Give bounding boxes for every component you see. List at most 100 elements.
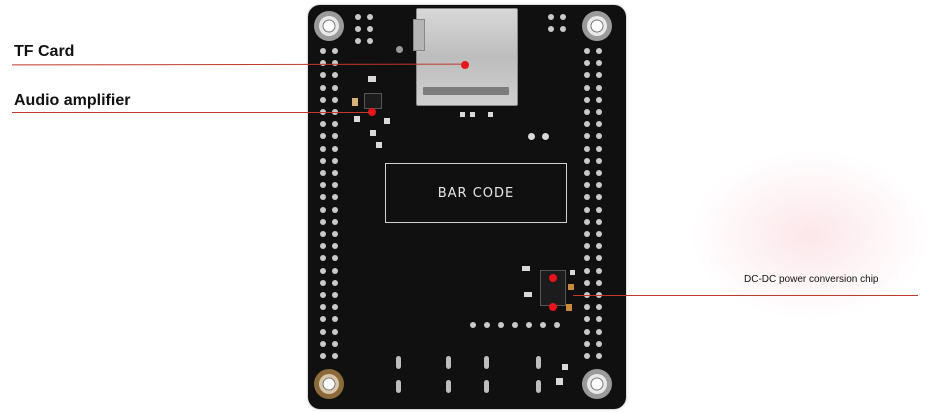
header-pin (596, 194, 602, 201)
header-pin (332, 218, 338, 225)
smd-pad (556, 378, 563, 385)
header-pin (584, 72, 590, 79)
header-pin (332, 145, 338, 152)
header-pin (596, 353, 602, 359)
header-pin (320, 206, 326, 213)
header-pin (584, 340, 590, 347)
header-pin (596, 243, 602, 250)
header-pin (596, 206, 602, 213)
mounting-slot (536, 356, 541, 369)
header-pin (332, 72, 338, 79)
header-pin (584, 231, 590, 237)
dcdc-marker (549, 303, 557, 311)
header-pin (584, 206, 590, 213)
header-pin (554, 322, 560, 328)
header-pin (332, 170, 338, 176)
header-pin (332, 121, 338, 128)
header-pin (320, 255, 326, 262)
audio-amplifier-chip (364, 93, 382, 109)
smd-pad (562, 364, 568, 370)
mounting-slot (396, 380, 401, 393)
header-pin (584, 218, 590, 225)
header-pin (320, 218, 326, 225)
header-pin (584, 182, 590, 189)
header-pin (332, 157, 338, 164)
background-glow (690, 150, 930, 320)
header-pin (355, 14, 361, 20)
header-pin (584, 133, 590, 140)
pin-row-top (355, 14, 415, 54)
header-pin (320, 267, 326, 274)
header-pin (596, 340, 602, 347)
header-pin (332, 267, 338, 274)
header-pin (332, 292, 338, 298)
header-pin (470, 322, 476, 328)
header-pin (596, 231, 602, 237)
header-pin (332, 255, 338, 262)
header-pin (320, 170, 326, 176)
header-pin (512, 322, 518, 328)
header-pin (332, 133, 338, 140)
header-pin (320, 340, 326, 347)
header-pin (596, 304, 602, 311)
header-pin (596, 84, 602, 91)
header-pin (548, 14, 554, 20)
dcdc-chip (540, 270, 566, 306)
smd-pad (522, 266, 530, 271)
audio-amplifier-leader (12, 112, 372, 113)
smd-pad (542, 133, 549, 140)
header-pin (584, 267, 590, 274)
header-pin (332, 340, 338, 347)
header-pin (548, 26, 554, 32)
header-pin (596, 60, 602, 67)
mount-hole-top-right (582, 11, 612, 41)
header-pin (332, 206, 338, 213)
mounting-slot (484, 380, 489, 393)
header-pin (320, 60, 326, 67)
header-pin (320, 316, 326, 323)
header-pin (332, 84, 338, 91)
header-pin (584, 194, 590, 201)
header-pin (584, 48, 590, 54)
header-pin (584, 328, 590, 335)
header-pin (332, 243, 338, 250)
smd-pad (368, 76, 376, 82)
header-pin (596, 218, 602, 225)
header-pin (332, 194, 338, 201)
smd-pad (470, 112, 475, 117)
header-pin (584, 255, 590, 262)
header-pin (596, 267, 602, 274)
header-pin (584, 316, 590, 323)
mounting-slot (484, 356, 489, 369)
smd-pad (570, 270, 575, 275)
smd-pad (396, 46, 403, 53)
header-pin (320, 133, 326, 140)
header-pin (596, 279, 602, 286)
header-pin (584, 109, 590, 115)
smd-pad (354, 116, 360, 122)
mounting-slot (396, 356, 401, 369)
header-pin (596, 109, 602, 115)
header-pin (596, 182, 602, 189)
pin-header-right (584, 48, 604, 368)
header-pin (584, 84, 590, 91)
header-pin (596, 133, 602, 140)
header-pin (596, 328, 602, 335)
header-pin (320, 353, 326, 359)
pin-row-top-right (548, 14, 578, 44)
header-pin (584, 243, 590, 250)
header-pin (332, 328, 338, 335)
pin-row-bottom (470, 322, 570, 334)
header-pin (320, 121, 326, 128)
pin-header-left (320, 48, 340, 368)
smd-pad (352, 98, 358, 106)
header-pin (320, 84, 326, 91)
tf-card-opening (423, 87, 509, 95)
header-pin (498, 322, 504, 328)
barcode-area: BAR CODE (385, 163, 567, 223)
mount-hole-top-left (314, 11, 344, 41)
header-pin (596, 170, 602, 176)
header-pin (332, 96, 338, 103)
header-pin (584, 60, 590, 67)
mount-hole-bottom-left (314, 369, 344, 399)
